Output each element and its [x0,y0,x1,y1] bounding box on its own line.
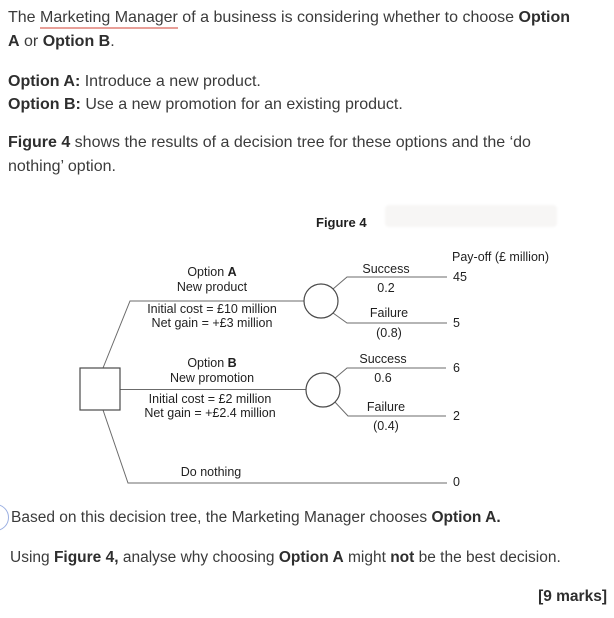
branch-b-failure-line [333,400,446,417]
intro-text: . [110,33,115,50]
figure-title: Figure 4 [316,215,367,230]
option-a-text: Introduce a new product. [80,73,261,90]
task-text: might [343,549,391,566]
task-option-a: Option A [278,549,344,566]
underlined-phrase: Marketing Manager [40,9,178,29]
figure-intro-text: nothing’ option. [8,158,116,175]
option-a-branch-name-text: Option [187,265,228,279]
figure-ref-bold: Figure 4 [8,134,71,151]
option-a-branch-name: Option A [152,265,272,280]
payoff-b-success: 6 [453,361,460,375]
option-b-label: Option B: [8,96,81,113]
task-figure-ref: Figure 4, [53,549,119,566]
intro-text: The [8,9,41,26]
option-b-definition: Option B: Use a new promotion for an exi… [8,93,403,117]
option-b-bold: Option B [42,33,111,50]
a-failure-prob: (0.8) [376,326,402,340]
option-a-cost: Initial cost = £10 million [147,302,277,316]
option-a-branch-desc: New product [176,280,248,294]
question-task: Using Figure 4, analyse why choosing Opt… [10,546,561,570]
branch-do-nothing-line [102,409,447,484]
branch-a-failure-line [332,312,447,324]
task-not-bold: not [390,549,415,566]
option-b-gain: Net gain = +£2.4 million [144,406,276,420]
option-a-gain: Net gain = +£3 million [151,316,273,330]
faint-watermark-artifact [385,205,557,227]
option-b-branch-letter: B [227,356,237,370]
question-statement: Based on this decision tree, the Marketi… [11,506,501,530]
b-success-label: Success [359,352,407,366]
payoff-b-failure: 2 [453,409,460,423]
figure-intro-text: shows the results of a decision tree for… [70,134,531,151]
a-success-prob: 0.2 [377,281,395,295]
option-a-branch-letter: A [227,265,237,279]
task-text: analyse why choosing [118,549,279,566]
decision-node-square [79,367,121,411]
chance-node-b-circle [305,372,341,408]
task-text: be the best decision. [414,549,561,566]
option-b-cost: Initial cost = £2 million [148,392,272,406]
a-failure-label: Failure [369,306,409,320]
option-b-branch-name: Option B [152,356,272,371]
option-b-branch-desc: New promotion [169,371,255,385]
task-text: Using [10,549,54,566]
do-nothing-label: Do nothing [180,465,242,479]
statement-text: Based on this decision tree, the Marketi… [11,509,432,526]
option-a-bold: Option [518,9,571,26]
payoff-a-success: 45 [453,270,467,284]
statement-bold: Option A. [431,509,501,526]
b-success-prob: 0.6 [374,371,392,385]
intro-paragraph: The Marketing Manager of a business is c… [8,6,608,54]
chance-node-a-circle [303,283,339,319]
b-failure-label: Failure [366,400,406,414]
marks-label: [9 marks] [538,588,607,605]
payoff-header: Pay-off (£ million) [452,250,550,264]
option-b-text: Use a new promotion for an existing prod… [80,96,403,113]
option-b-branch-name-text: Option [187,356,228,370]
a-success-label: Success [362,262,410,276]
b-failure-prob: (0.4) [373,419,399,433]
option-a-letter-bold: A [8,33,20,50]
branch-b-success-line [333,367,446,380]
branch-option-a-line [102,300,304,369]
branch-a-success-line [332,276,447,290]
option-a-definition: Option A: Introduce a new product. [8,70,261,94]
payoff-a-failure: 5 [453,316,460,330]
intro-text: or [19,33,43,50]
intro-text: of a business is considering whether to … [177,9,519,26]
figure-intro-paragraph: Figure 4 shows the results of a decision… [8,131,608,179]
payoff-do-nothing: 0 [453,475,460,489]
option-a-label: Option A: [8,73,81,90]
